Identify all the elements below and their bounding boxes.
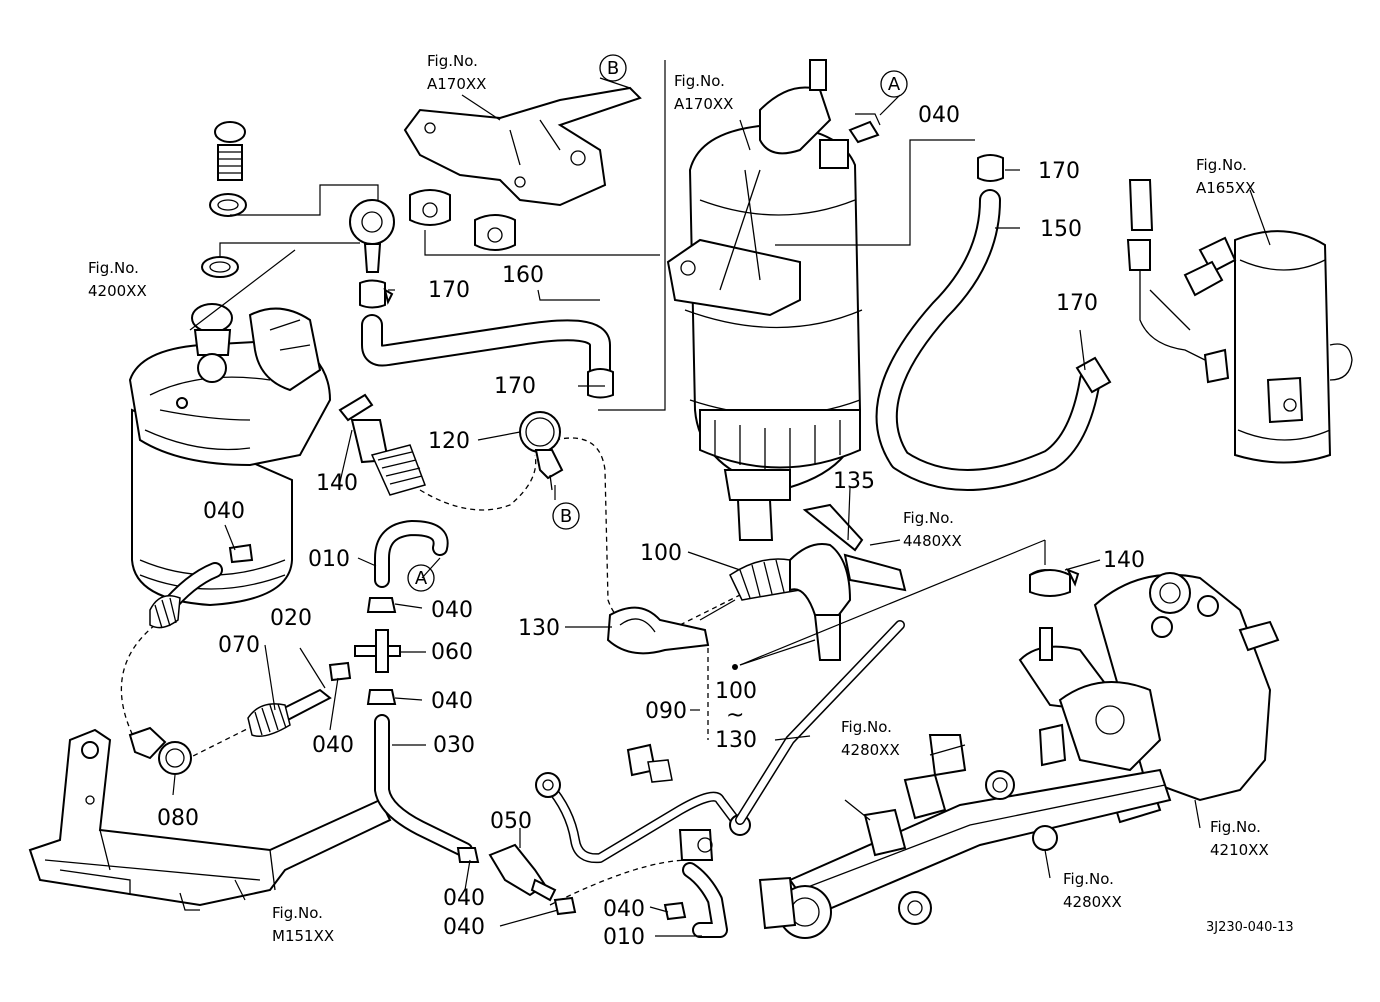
fig-ref-prefix: Fig.No.: [88, 259, 139, 277]
fig-ref-prefix: Fig.No.: [1210, 818, 1261, 836]
valve-050: [488, 843, 557, 902]
label-060: 060: [431, 640, 473, 665]
label-tilde: ~: [726, 703, 744, 728]
part-labels: 040 170 150 170 160 170 170 120 140 040 …: [157, 103, 1145, 950]
fig-ref-4210: 4210XX: [1210, 841, 1269, 859]
connector-080: [128, 726, 192, 775]
label-050: 050: [490, 809, 532, 834]
spring-left: [149, 595, 181, 629]
fig-ref-4280: 4280XX: [1063, 893, 1122, 911]
label-040: 040: [918, 103, 960, 128]
label-170: 170: [1056, 291, 1098, 316]
dash-path: [549, 859, 691, 906]
leader-lines: [172, 77, 1271, 937]
svg-text:A: A: [888, 74, 901, 95]
label-040: 040: [431, 689, 473, 714]
injection-pump: [1018, 569, 1280, 824]
label-040: 040: [603, 897, 645, 922]
fig-ref-a170: A170XX: [427, 75, 486, 93]
label-140: 140: [1103, 548, 1145, 573]
fig-ref-prefix: Fig.No.: [674, 72, 725, 90]
label-040: 040: [443, 886, 485, 911]
dash-path: [120, 624, 156, 741]
label-010: 010: [603, 925, 645, 950]
right-sensor-housing: [1126, 179, 1353, 464]
left-fuel-filter: [128, 121, 332, 607]
fig-ref-a165: A165XX: [1196, 179, 1255, 197]
t-joint-060: [354, 629, 401, 673]
label-160: 160: [502, 263, 544, 288]
label-090: 090: [645, 699, 687, 724]
clamp-170: [359, 154, 1112, 399]
label-040: 040: [431, 598, 473, 623]
fig-ref-prefix: Fig.No.: [841, 718, 892, 736]
callout-b-mid: B: [552, 502, 580, 530]
fig-ref-prefix: Fig.No.: [272, 904, 323, 922]
label-120: 120: [428, 429, 470, 454]
dash-path: [419, 454, 537, 511]
clamp-120: [519, 411, 564, 491]
fig-ref-m151: M151XX: [272, 927, 334, 945]
fig-ref-a170: A170XX: [674, 95, 733, 113]
label-150: 150: [1040, 217, 1082, 242]
drawing-number: 3J230-040-13: [1206, 920, 1294, 935]
hose-010-upper: [374, 520, 449, 588]
label-080: 080: [157, 806, 199, 831]
label-100: 100: [715, 679, 757, 704]
label-070: 070: [218, 633, 260, 658]
callout-a-mid: A: [407, 564, 435, 592]
dash-path: [554, 437, 631, 626]
main-fuel-filter: [598, 59, 975, 541]
svg-text:A: A: [415, 568, 428, 589]
dash-path: [679, 594, 741, 626]
label-040: 040: [312, 733, 354, 758]
fig-ref-prefix: Fig.No.: [427, 52, 478, 70]
clamp-040: [228, 120, 880, 921]
mounting-bracket: [403, 86, 660, 256]
callout-b-top: B: [599, 54, 627, 82]
fig-ref-4200: 4200XX: [88, 282, 147, 300]
hose-010-lower: [682, 862, 728, 938]
label-170: 170: [494, 374, 536, 399]
spring-070: [247, 688, 332, 737]
fig-ref-prefix: Fig.No.: [1196, 156, 1247, 174]
hose-030: [374, 714, 473, 858]
hose-140-assembly: [338, 393, 426, 496]
elbow-hose-assembly: [606, 503, 907, 661]
fig-ref-4280: 4280XX: [841, 741, 900, 759]
dash-path: [184, 724, 256, 761]
fig-ref-prefix: Fig.No.: [1063, 870, 1114, 888]
label-020: 020: [270, 606, 312, 631]
fig-ref-prefix: Fig.No.: [903, 509, 954, 527]
hose-150: [875, 189, 1101, 491]
label-140: 140: [316, 471, 358, 496]
common-rail: [758, 734, 1172, 939]
svg-text:B: B: [560, 506, 572, 527]
callout-a-top: A: [880, 70, 908, 98]
figure-refs: Fig.No. A170XX Fig.No. A170XX Fig.No. A1…: [88, 52, 1269, 945]
return-pipe: [535, 620, 905, 864]
label-135: 135: [833, 469, 875, 494]
label-100: 100: [640, 541, 682, 566]
label-010: 010: [308, 547, 350, 572]
clamp-140: [1029, 568, 1080, 597]
label-130: 130: [715, 728, 757, 753]
hose-160: [361, 314, 611, 383]
svg-text:B: B: [607, 58, 619, 79]
label-170: 170: [1038, 159, 1080, 184]
label-170: 170: [428, 278, 470, 303]
label-040: 040: [203, 499, 245, 524]
label-130: 130: [518, 616, 560, 641]
fig-ref-4480: 4480XX: [903, 532, 962, 550]
label-030: 030: [433, 733, 475, 758]
frame-bracket: [28, 728, 392, 911]
banjo-fitting: [219, 184, 395, 273]
label-040: 040: [443, 915, 485, 940]
